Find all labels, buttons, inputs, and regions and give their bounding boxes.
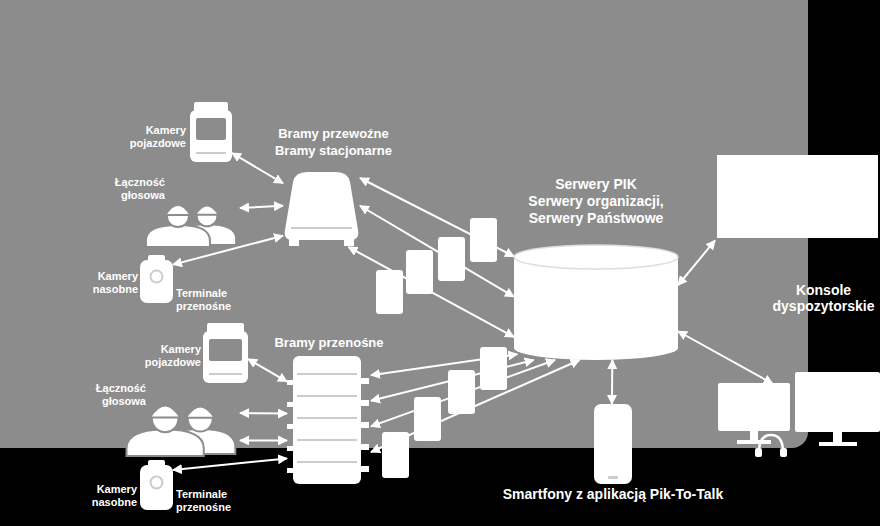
label-wrap: Bramy przewoźne (266, 127, 401, 142)
connector-arrow (360, 178, 514, 257)
vehicle-camera-icon (190, 102, 232, 162)
node-label: Kamery nasobne (64, 270, 138, 295)
node-label: Terminale przenośne (176, 488, 248, 513)
connector-arrow (240, 206, 283, 208)
server-cylinder-icon (514, 245, 678, 360)
connector-arrow (240, 439, 287, 441)
connector-arrow (371, 360, 534, 401)
server-cylinder: Serwery PIKSerwery organizacji,Serwery P… (514, 245, 678, 360)
label-wrap: Konsole dyspozytorskie (767, 282, 880, 314)
node-label: Smartfony z aplikacją Pik-To-Talk (443, 486, 783, 502)
vehicle-camera: Kamery pojazdowe (190, 102, 232, 162)
node-label: Łączność głosowa (72, 382, 146, 407)
vehicle-gateway: Bramy przewoźneBramy stacjonarne (283, 172, 360, 247)
body-camera-icon (140, 255, 173, 303)
node-label: Serwery organizacji, (504, 193, 688, 209)
portable-gateway: Bramy przenośne (287, 356, 371, 484)
node-label: Łączność głosowa (91, 176, 165, 201)
body-camera: Kamery nasobneTerminale przenośne (140, 255, 173, 303)
node-label: Kamery pojazdowe (127, 343, 201, 368)
label-wrap: Łączność głosowa (72, 382, 146, 407)
label-wrap: Smartfony z aplikacją Pik-To-Talk (443, 486, 783, 502)
connector-arrow (371, 354, 517, 375)
connector-arrow (678, 240, 715, 285)
label-wrap: Kamery pojazdowe (127, 343, 201, 368)
node-label: Konsole dyspozytorskie (767, 282, 880, 314)
connector-arrow (173, 458, 287, 470)
node-label: Bramy przewoźne (266, 127, 401, 142)
node-label: Serwery PIK (504, 176, 688, 192)
voice-users: Łączność głosowa (123, 378, 240, 456)
body-camera: Kamery nasobneTerminale przenośne (140, 460, 173, 510)
connector-arrow (240, 412, 287, 415)
label-wrap: Terminale przenośne (176, 488, 248, 513)
connector-arrow (611, 360, 614, 404)
connector-arrow (360, 206, 514, 297)
dispatch-consoles: Konsole dyspozytorskie (715, 152, 880, 457)
gray-panel (0, 0, 808, 448)
node-label: Terminale przenośne (176, 287, 248, 312)
label-wrap: Serwery PIK (504, 176, 688, 192)
node-label: Kamery pojazdowe (112, 124, 186, 149)
label-wrap: Bramy przenośne (261, 336, 397, 351)
network-devices (376, 218, 507, 478)
node-label: Kamery nasobne (63, 483, 137, 508)
connector-arrow (371, 360, 555, 426)
smartphone: Smartfony z aplikacją Pik-To-Talk (594, 404, 632, 484)
label-wrap: Bramy stacjonarne (266, 144, 401, 159)
smartphone-icon (594, 404, 632, 484)
label-wrap: Kamery nasobne (64, 270, 138, 295)
label-wrap: Kamery nasobne (63, 483, 137, 508)
node-label: Bramy przenośne (261, 336, 397, 351)
vehicle-camera: Kamery pojazdowe (203, 323, 248, 383)
label-wrap: Serwery Państwowe (504, 210, 688, 226)
portable-gateway-icon (287, 356, 371, 484)
vehicle-gateway-icon (283, 172, 360, 247)
voice-users: Łączność głosowa (143, 182, 240, 247)
label-wrap: Kamery pojazdowe (112, 124, 186, 149)
connector-arrow (371, 360, 580, 452)
connector-arrow (248, 359, 287, 382)
label-wrap: Łączność głosowa (91, 176, 165, 201)
label-wrap: Serwery organizacji, (504, 193, 688, 209)
body-camera-icon (140, 460, 173, 510)
node-label: Bramy stacjonarne (266, 144, 401, 159)
connector-arrow (348, 247, 514, 337)
node-label: Serwery Państwowe (504, 210, 688, 226)
vehicle-camera-icon (203, 323, 248, 383)
label-wrap: Terminale przenośne (176, 287, 248, 312)
connector-arrow (678, 331, 773, 384)
